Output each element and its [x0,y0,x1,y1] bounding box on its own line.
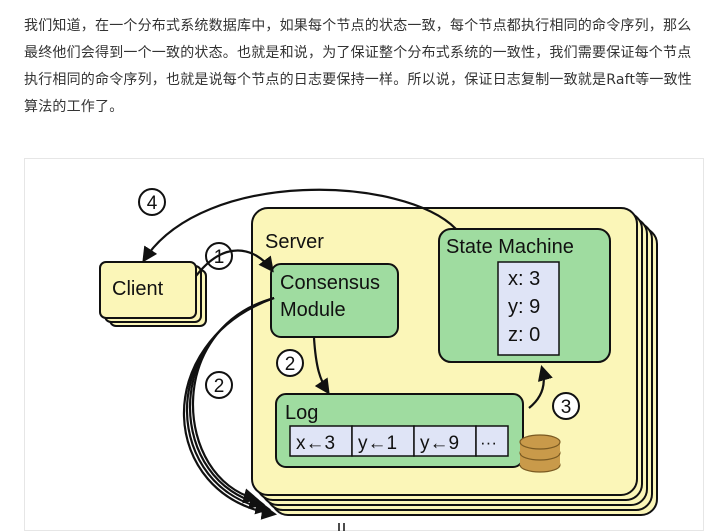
step-2-badge-a: 2 [276,349,304,377]
step-3-badge: 3 [552,392,580,420]
client-label: Client [112,278,164,300]
log-entry-4: ··· [480,433,497,452]
log-entry-3: y←9 [420,433,459,454]
step-4-badge: 4 [138,188,166,216]
svg-text:2: 2 [285,354,296,375]
disk-storage-icon [519,434,561,473]
svg-text:3: 3 [561,397,572,418]
state-values-box [497,261,560,356]
arrow-step-1 [195,249,274,277]
state-entry-x: x: 3 [508,268,540,290]
log-cell-4 [475,425,509,457]
consensus-label-line2: Module [280,299,346,321]
arrow-step-2-local [312,337,330,395]
client-stack [99,261,207,327]
log-cell-3 [413,425,477,457]
state-entry-y: y: 9 [508,296,540,318]
raft-architecture-diagram: Server Client Consensus Module State Mac… [24,158,704,531]
state-machine-label: State Machine [446,236,574,258]
log-entry-1: x←3 [296,433,335,454]
arrow-step-2-replica-4 [182,296,278,520]
log-cell-1 [289,425,353,457]
arrow-step-4 [142,188,457,263]
text-cursor-icon [338,523,345,531]
article-paragraph: 我们知道，在一个分布式系统数据库中，如果每个节点的状态一致，每个节点都执行相同的… [24,18,692,115]
svg-text:1: 1 [214,247,225,268]
log-label: Log [285,402,318,424]
state-entry-z: z: 0 [508,324,540,346]
svg-text:4: 4 [147,193,158,214]
consensus-label-line1: Consensus [280,272,380,294]
arrow-step-3 [528,365,553,409]
consensus-module-box [270,263,399,338]
log-entries [289,425,509,457]
step-2-badge-b: 2 [205,371,233,399]
svg-text:2: 2 [214,376,225,397]
server-label: Server [265,231,324,253]
log-entry-2: y←1 [358,433,397,454]
